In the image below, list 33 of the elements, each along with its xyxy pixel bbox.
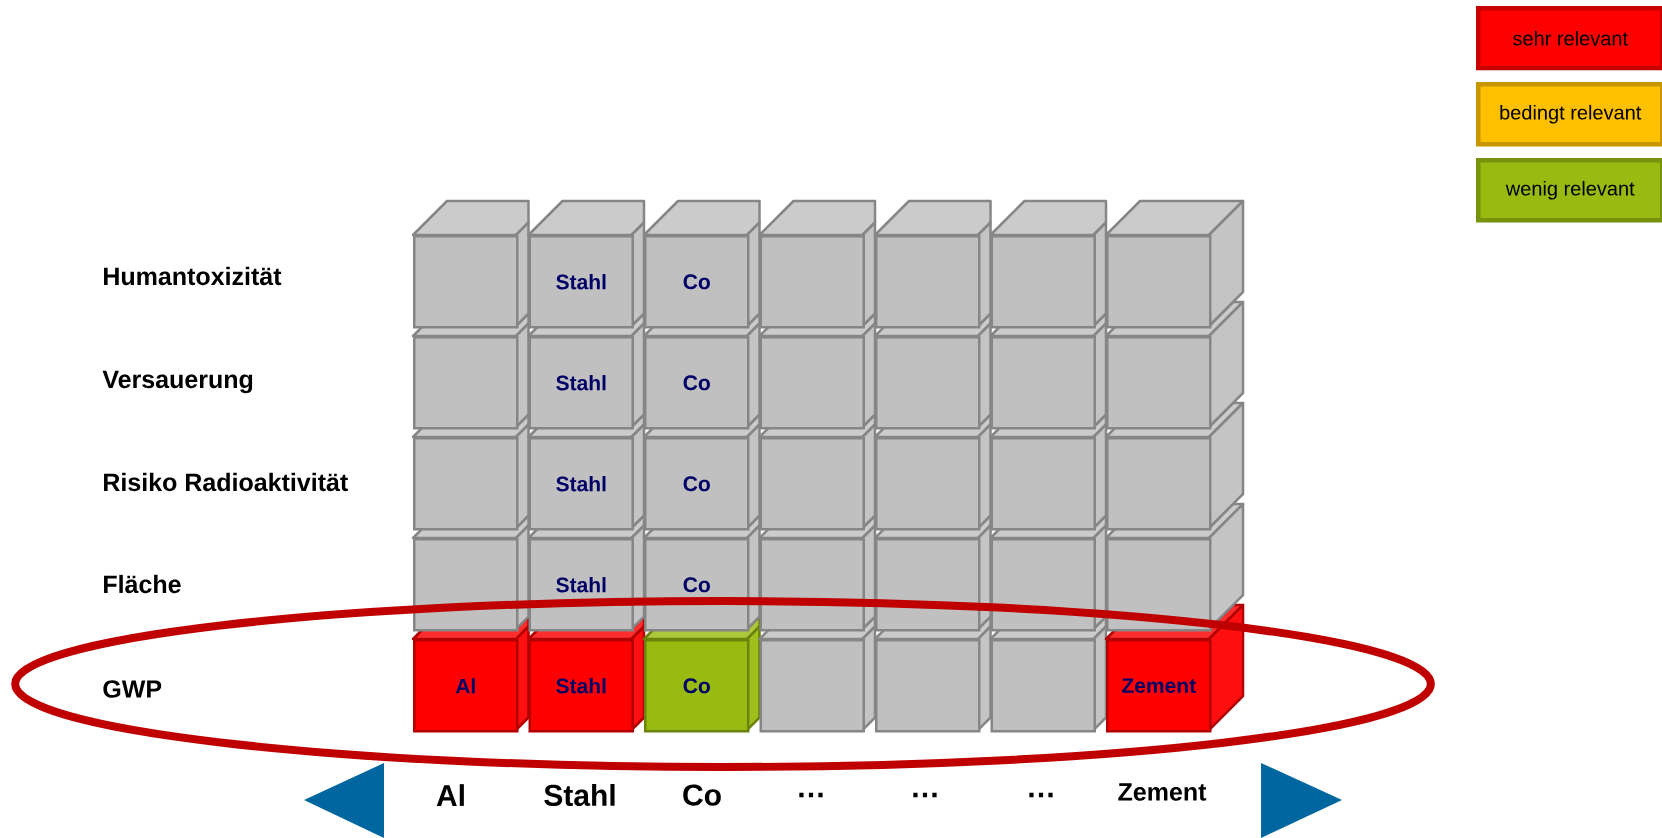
- row-label: Humantoxizität: [104, 266, 282, 286]
- legend-item: sehr relevant: [1476, 6, 1662, 71]
- cube: Al: [411, 615, 530, 733]
- cube: [758, 199, 877, 329]
- column-label: Al: [436, 784, 464, 806]
- cube: [873, 615, 992, 733]
- cube: [1104, 401, 1245, 531]
- cube: [411, 413, 530, 531]
- legend-item: bedingt relevant: [1476, 82, 1662, 147]
- column-label: …: [913, 792, 937, 798]
- column-label: Zement: [1118, 783, 1207, 801]
- cube: Co: [642, 413, 761, 531]
- cube: Stahl: [527, 199, 646, 329]
- legend-item: wenig relevant: [1476, 158, 1662, 223]
- cube: [873, 413, 992, 531]
- cube: [873, 312, 992, 430]
- row-label: Risiko Radioaktivität: [104, 472, 348, 492]
- cube: [873, 199, 992, 329]
- column-label: …: [1029, 792, 1053, 798]
- row-label: Versauerung: [102, 370, 253, 394]
- row-label: GWP: [103, 680, 162, 698]
- cube: [989, 199, 1108, 329]
- cube: [1104, 199, 1245, 329]
- cube: Co: [642, 312, 761, 430]
- column-label: Stahl: [544, 784, 615, 807]
- cube: [411, 199, 530, 329]
- cube: [411, 312, 530, 430]
- row-label: Fläche: [104, 574, 181, 594]
- cube: Co: [642, 199, 761, 329]
- cube: Co: [642, 615, 761, 733]
- cube: [1104, 300, 1245, 430]
- column-label: Co: [683, 784, 721, 806]
- column-label: …: [799, 792, 823, 798]
